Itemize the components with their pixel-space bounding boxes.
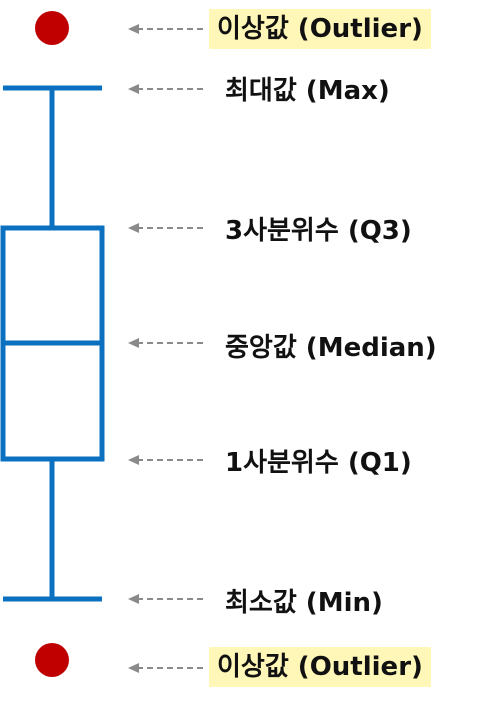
label-q1: 1사분위수 (Q1) (225, 448, 412, 478)
label-outlier-top: 이상값 (Outlier) (209, 9, 431, 49)
label-outlier-bottom: 이상값 (Outlier) (209, 647, 431, 687)
label-q3: 3사분위수 (Q3) (225, 216, 412, 246)
arrowhead-min (128, 594, 139, 604)
label-max: 최대값 (Max) (225, 76, 390, 106)
arrowhead-q1 (128, 455, 139, 465)
arrowhead-outlier-top (128, 24, 139, 34)
arrowhead-max (128, 84, 139, 94)
outlier-bottom-marker (35, 643, 69, 677)
outlier-top-marker (35, 11, 69, 45)
label-min: 최소값 (Min) (225, 588, 383, 618)
arrowhead-median (128, 338, 139, 348)
arrowhead-q3 (128, 223, 139, 233)
label-median: 중앙값 (Median) (225, 333, 437, 363)
arrowhead-outlier-bottom (128, 663, 139, 673)
